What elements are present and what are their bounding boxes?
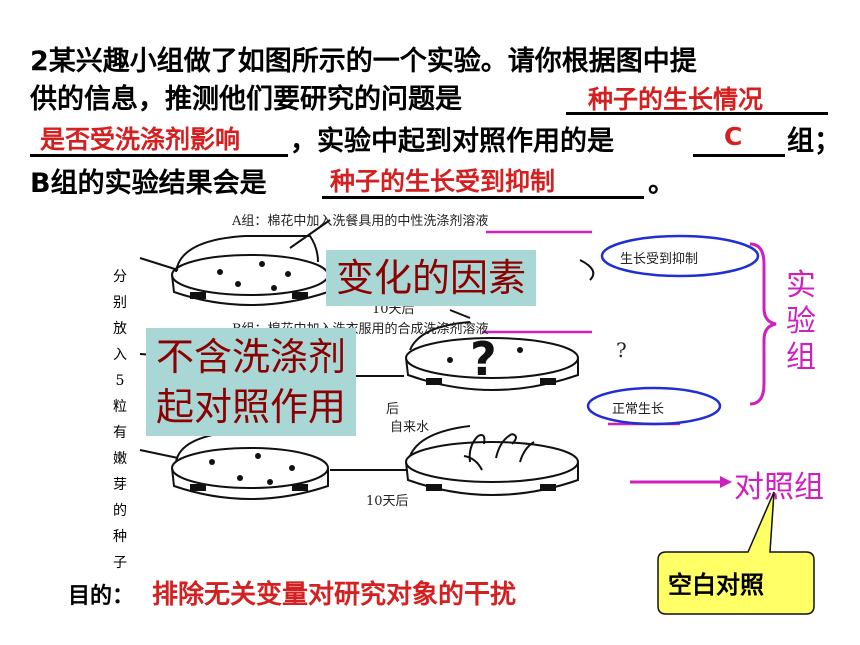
left-vertical-text: 分 别 放 入 5 粒 有 嫩 芽 的 种 子 (113, 269, 127, 571)
result-c-circle (586, 386, 722, 426)
control-arrow (630, 476, 732, 488)
question-line-4-suffix: 。 (648, 168, 675, 199)
question-line-2: 供的信息，推测他们要研究的问题是 (30, 84, 462, 115)
answer-blank-2 (693, 154, 785, 157)
question-line-1: 2某兴趣小组做了如图所示的一个实验。请你根据图中提 (30, 46, 697, 77)
answer-1-part-2: 是否受洗涤剂影响 (40, 125, 241, 154)
answer-blank-1 (566, 112, 828, 115)
question-line-4-prefix: B组的实验结果会是 (30, 168, 267, 199)
result-c-text: 正常生长 (612, 402, 665, 417)
callout-shape (657, 491, 815, 615)
answer-2: C (724, 122, 743, 151)
control-box: 不含洗涤剂 起对照作用 (146, 328, 357, 436)
experimental-brace (749, 242, 777, 406)
question-line-3-mid: ，实验中起到对照作用的是 (290, 126, 614, 157)
big-question-mark: ? (470, 332, 497, 386)
purpose-text: 排除无关变量对研究对象的干扰 (152, 580, 517, 610)
tap-water-text: 自来水 (390, 420, 430, 435)
experiment-figure (139, 219, 777, 500)
answer-3: 种子的生长受到抑制 (330, 167, 556, 196)
control-group-label: 对照组 (734, 470, 824, 505)
result-a-circle (600, 234, 760, 278)
days-c-text: 10天后 (366, 494, 409, 509)
result-b-text: ? (616, 338, 627, 362)
answer-blank-3 (322, 196, 644, 199)
callout-text: 空白对照 (668, 571, 764, 599)
sprouts (463, 433, 535, 471)
group-a-label: A组：棉花中加入洗餐具用的中性洗涤剂溶液 (232, 214, 489, 229)
result-a-text: 生长受到抑制 (620, 252, 699, 267)
answer-1-part-1: 种子的生长情况 (588, 85, 764, 114)
experimental-group-label: 实 验 组 (786, 268, 816, 375)
dish-b-after (405, 321, 579, 391)
days-b-partial: 后 (386, 402, 400, 417)
answer-blank-1b (30, 154, 288, 157)
factor-box: 变化的因素 (326, 250, 537, 306)
purpose-label: 目的： (68, 584, 135, 609)
question-line-3-suffix: 组； (787, 126, 841, 157)
dish-c-after (405, 425, 579, 496)
